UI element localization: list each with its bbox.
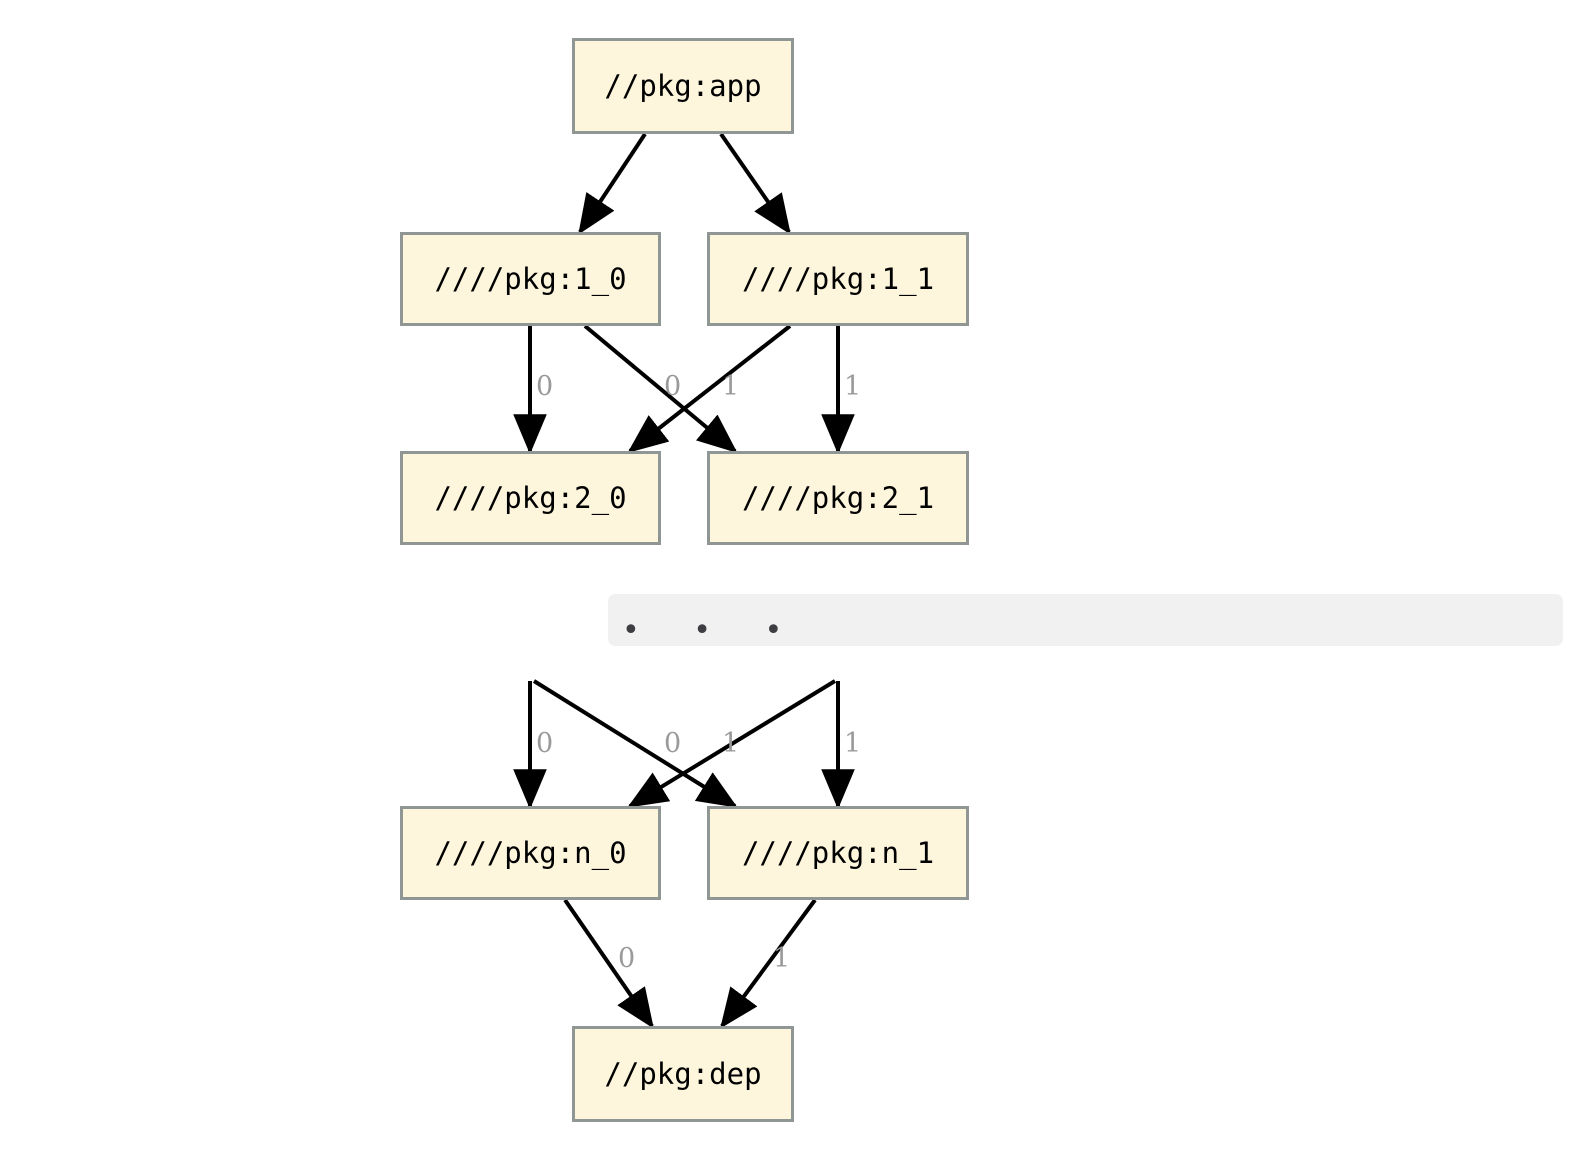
- graph-edge: [532, 679, 738, 808]
- edge-label: 0: [664, 371, 682, 402]
- graph-node-nn_0[interactable]: ////pkg:n_0: [400, 806, 661, 900]
- graph-node-n2_0[interactable]: ////pkg:2_0: [400, 451, 661, 545]
- graph-node-n1_0[interactable]: ////pkg:1_0: [400, 232, 661, 326]
- edge-label: 0: [536, 728, 554, 759]
- edge-label: 1: [722, 728, 740, 759]
- edge-label: 1: [844, 728, 862, 759]
- graph-node-label: ////pkg:n_0: [434, 835, 627, 870]
- graph-node-n1_1[interactable]: ////pkg:1_1: [707, 232, 969, 326]
- edge-label: 1: [844, 371, 862, 402]
- edge-label: 1: [773, 943, 791, 974]
- graph-node-dep[interactable]: //pkg:dep: [572, 1026, 794, 1122]
- graph-edge: [578, 132, 647, 235]
- edge-label: 0: [536, 371, 554, 402]
- truncation-ellipsis-bar: • • •: [608, 594, 1563, 646]
- edge-label: 1: [722, 371, 740, 402]
- graph-edge: [563, 898, 654, 1029]
- graph-node-n2_1[interactable]: ////pkg:2_1: [707, 451, 969, 545]
- graph-node-label: //pkg:dep: [604, 1056, 762, 1091]
- graph-edge: [583, 324, 738, 454]
- graph-edge: [719, 132, 791, 235]
- graph-node-label: ////pkg:1_1: [741, 261, 935, 296]
- graph-node-label: ////pkg:1_0: [434, 261, 627, 296]
- edge-label: 0: [664, 728, 682, 759]
- graph-node-label: //pkg:app: [604, 68, 762, 103]
- ellipsis-dots: • • •: [622, 613, 805, 648]
- graph-edge: [720, 898, 817, 1029]
- edge-label: 0: [618, 943, 636, 974]
- graph-node-label: ////pkg:2_0: [434, 480, 627, 515]
- graph-node-label: ////pkg:n_1: [741, 835, 935, 870]
- graph-node-nn_1[interactable]: ////pkg:n_1: [707, 806, 969, 900]
- graph-node-label: ////pkg:2_1: [741, 480, 935, 515]
- graph-edge: [627, 324, 792, 453]
- graph-node-app[interactable]: //pkg:app: [572, 38, 794, 134]
